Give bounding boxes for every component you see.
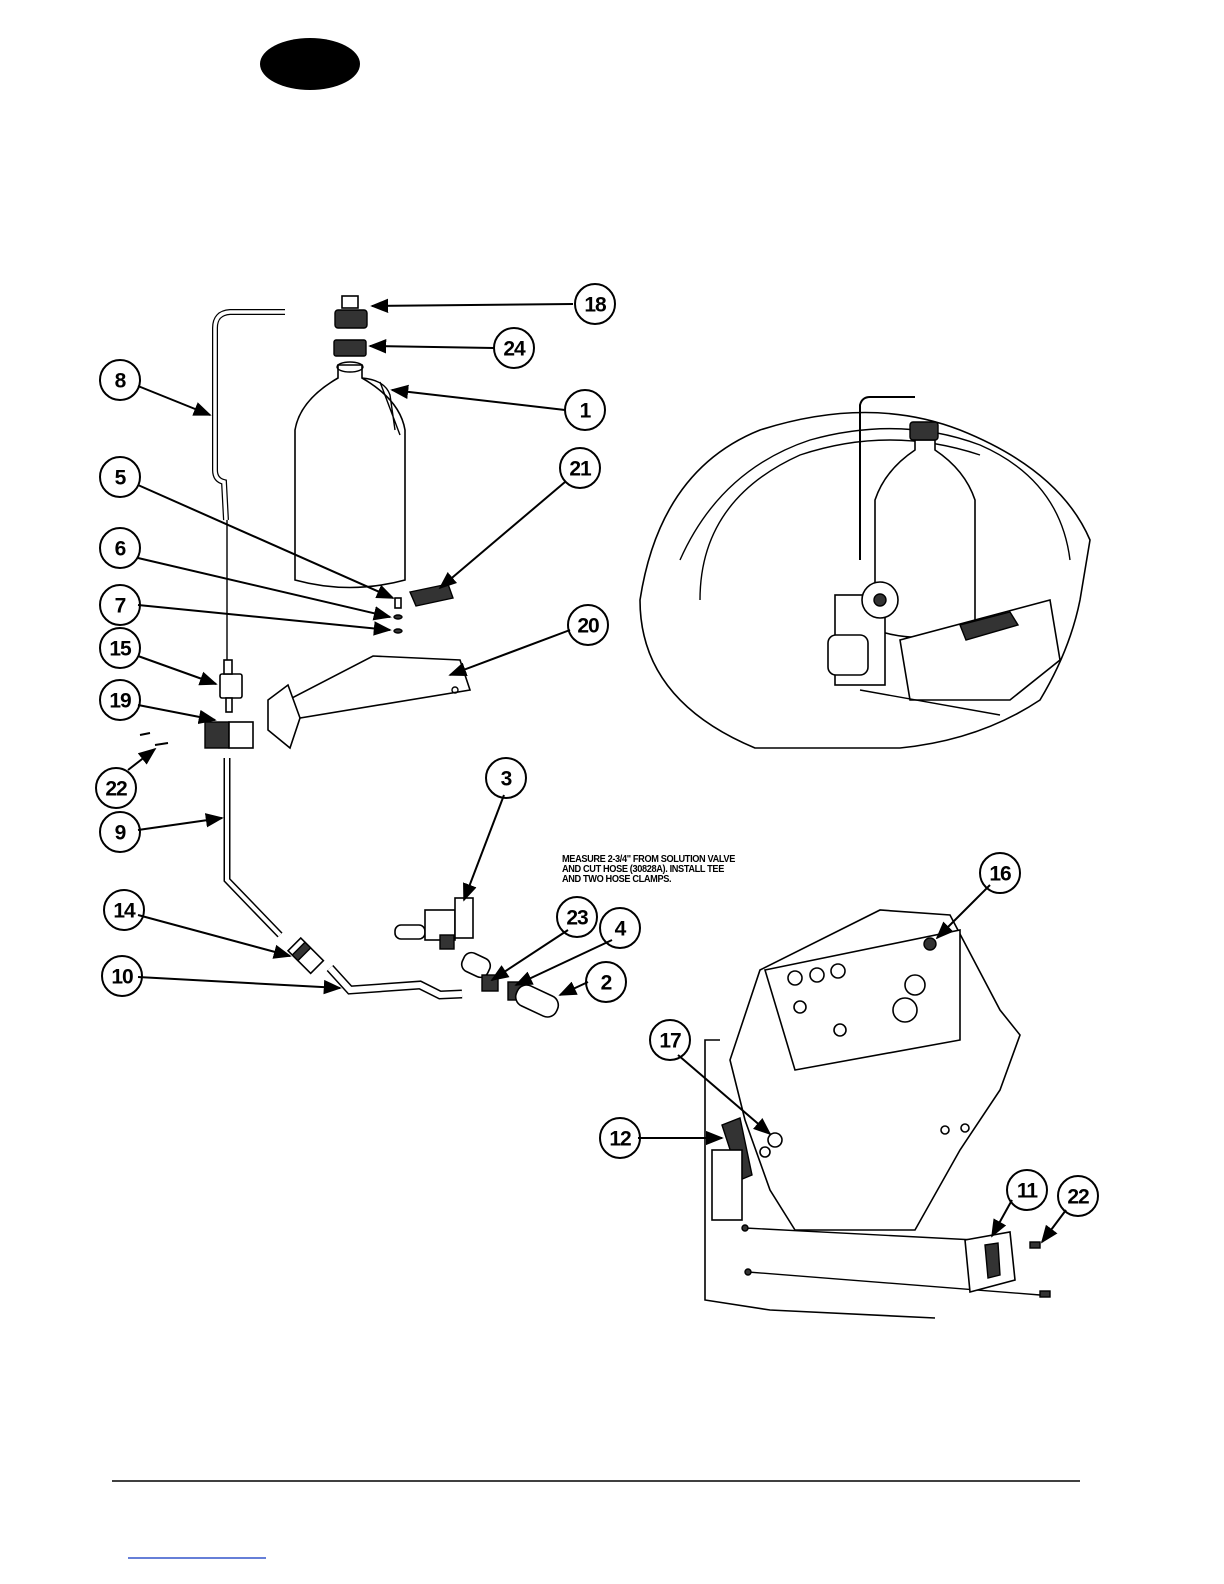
exploded-view [140,296,562,1020]
svg-text:19: 19 [109,690,131,713]
callout-1: 1 [565,390,605,430]
callout-2: 2 [586,962,626,1002]
knob-16 [924,938,936,950]
screw-5 [395,598,401,608]
valve-14 [288,938,323,973]
svg-text:4: 4 [615,918,627,941]
callout-6: 6 [100,528,140,568]
solenoid-valve-3 [395,898,473,949]
svg-text:7: 7 [115,595,126,618]
svg-text:14: 14 [113,900,136,923]
svg-text:21: 21 [569,458,592,481]
svg-text:16: 16 [989,863,1011,886]
screw-22-a [140,733,150,735]
svg-text:24: 24 [503,338,526,361]
callout-8: 8 [100,360,140,400]
svg-text:5: 5 [115,467,127,490]
svg-text:1: 1 [580,400,592,423]
bottle-1 [295,362,405,588]
washer-7 [394,629,402,633]
svg-text:2: 2 [601,972,612,995]
callout-15: 15 [100,628,140,668]
cap-18 [335,310,367,328]
svg-text:23: 23 [566,907,588,930]
bracket-20 [268,656,470,748]
svg-text:10: 10 [111,966,133,989]
callout-5: 5 [100,457,140,497]
svg-text:22: 22 [105,778,127,801]
callout-4: 4 [600,908,640,948]
clip-19 [205,722,253,748]
fitting-15 [220,660,242,712]
hose-2 [512,982,561,1021]
ring-24 [334,340,366,356]
svg-text:17: 17 [659,1030,681,1053]
note-line-3: AND TWO HOSE CLAMPS. [562,875,746,885]
svg-text:12: 12 [609,1128,631,1151]
callout-3: 3 [486,758,526,798]
svg-text:11: 11 [1017,1180,1039,1203]
svg-text:18: 18 [584,294,607,317]
callout-20: 20 [568,605,608,645]
callout-12: 12 [600,1118,640,1158]
callout-23: 23 [557,897,597,937]
washer-6 [394,615,402,619]
svg-text:9: 9 [115,822,126,845]
callout-11: 11 [1007,1170,1047,1210]
callout-9: 9 [100,812,140,852]
svg-text:3: 3 [501,768,512,791]
callout-19: 19 [100,680,140,720]
callout-14: 14 [104,890,144,930]
svg-text:8: 8 [115,370,127,393]
callout-22-right: 22 [1058,1176,1098,1216]
callout-24: 24 [494,328,534,368]
callout-7: 7 [100,585,140,625]
callout-16: 16 [980,853,1020,893]
svg-text:6: 6 [115,538,126,561]
installed-view-console [705,910,1050,1318]
grommet-17 [768,1133,782,1147]
callout-10: 10 [102,956,142,996]
callout-21: 21 [560,448,600,488]
callout-18: 18 [575,284,615,324]
callout-17: 17 [650,1020,690,1060]
label-21 [410,584,453,606]
installed-view-tank [640,397,1090,748]
callout-22-left: 22 [96,768,136,808]
section-badge [260,38,360,90]
assembly-note: MEASURE 2-3/4" FROM SOLUTION VALVE AND C… [562,855,746,885]
svg-text:15: 15 [109,638,132,661]
svg-text:20: 20 [577,615,599,638]
screw-22-b [155,743,168,745]
svg-text:22: 22 [1067,1186,1089,1209]
clip-11 [965,1232,1015,1292]
